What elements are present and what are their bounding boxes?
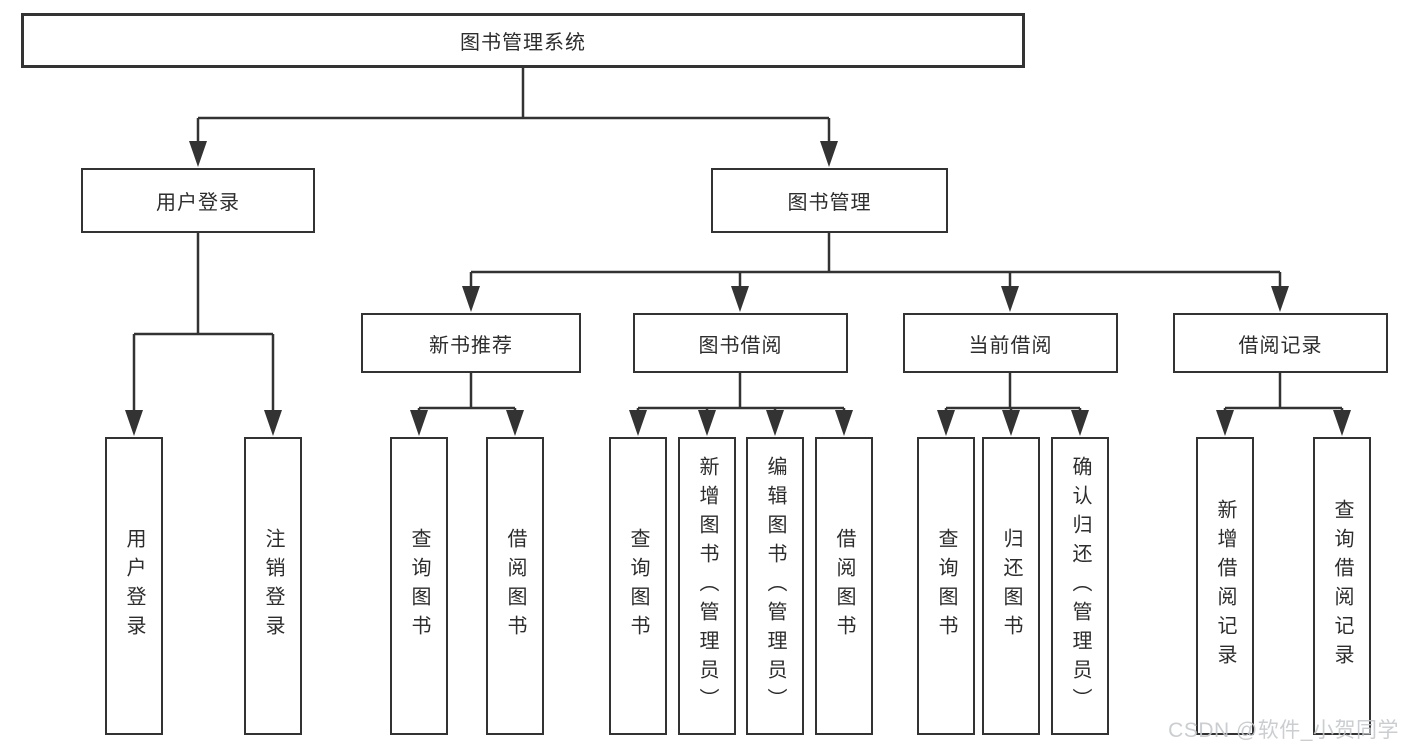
- node-label: 图书借阅: [698, 334, 783, 357]
- leaf-logout-login: 注销登录: [244, 437, 302, 735]
- leaf-label: 查询借阅记录: [1331, 499, 1353, 673]
- leaf-label: 新增图书（管理员）: [696, 455, 718, 717]
- node-book-borrowing: 图书借阅: [633, 313, 848, 373]
- leaf-user-login: 用户登录: [105, 437, 163, 735]
- leaf-query-books-borrow: 查询图书: [609, 437, 667, 735]
- leaf-label: 查询图书: [408, 528, 430, 644]
- leaf-label: 借阅图书: [833, 528, 855, 644]
- leaf-label: 确认归还（管理员）: [1069, 455, 1091, 717]
- leaf-add-borrow-record: 新增借阅记录: [1196, 437, 1254, 735]
- node-label: 用户登录: [156, 192, 240, 214]
- leaf-label: 注销登录: [262, 528, 284, 644]
- node-book-management: 图书管理: [711, 168, 948, 233]
- leaf-label: 查询图书: [935, 528, 957, 644]
- leaf-label: 借阅图书: [504, 528, 526, 644]
- node-label: 图书管理: [787, 192, 872, 214]
- node-label: 新书推荐: [429, 334, 513, 357]
- leaf-query-books-current: 查询图书: [917, 437, 975, 735]
- leaf-label: 编辑图书（管理员）: [764, 455, 786, 717]
- node-user-login: 用户登录: [81, 168, 315, 233]
- leaf-confirm-return-admin: 确认归还（管理员）: [1051, 437, 1109, 735]
- leaf-label: 归还图书: [1000, 528, 1022, 644]
- leaf-add-books-admin: 新增图书（管理员）: [678, 437, 736, 735]
- node-label: 借阅记录: [1238, 334, 1323, 357]
- node-current-borrowing: 当前借阅: [903, 313, 1118, 373]
- node-library-management-system: 图书管理系统: [21, 13, 1025, 68]
- node-borrowing-records: 借阅记录: [1173, 313, 1388, 373]
- leaf-return-books: 归还图书: [982, 437, 1040, 735]
- leaf-query-borrow-record: 查询借阅记录: [1313, 437, 1371, 735]
- leaf-label: 查询图书: [627, 528, 649, 644]
- leaf-label: 用户登录: [123, 528, 145, 644]
- leaf-label: 新增借阅记录: [1214, 499, 1236, 673]
- leaf-edit-books-admin: 编辑图书（管理员）: [746, 437, 804, 735]
- node-label: 图书管理系统: [460, 32, 586, 54]
- arrowheads: [125, 141, 1351, 436]
- leaf-borrow-books: 借阅图书: [815, 437, 873, 735]
- node-label: 当前借阅: [968, 334, 1053, 357]
- leaf-borrow-books-recommend: 借阅图书: [486, 437, 544, 735]
- node-new-book-recommend: 新书推荐: [361, 313, 581, 373]
- leaf-query-books-recommend: 查询图书: [390, 437, 448, 735]
